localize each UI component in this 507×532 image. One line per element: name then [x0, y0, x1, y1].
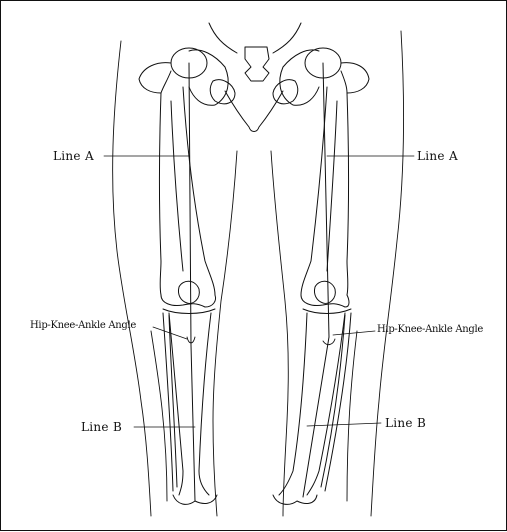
left-femoral-condyles — [161, 295, 216, 307]
right-patella — [314, 281, 335, 303]
label-line-b-left: Line B — [81, 421, 122, 433]
right-femoral-neck — [341, 71, 347, 93]
sacrum — [245, 47, 269, 81]
right-tibial-plateau — [303, 309, 351, 314]
iliac-right — [280, 50, 319, 105]
left-femur-shaft-medial — [183, 87, 215, 295]
right-tibia-medial — [279, 313, 307, 495]
leader-angle-right — [333, 331, 375, 335]
right-femur-shaft-medial — [301, 87, 327, 295]
right-greater-trochanter — [341, 63, 369, 93]
left-fibula — [163, 313, 177, 491]
left-tibia-medial — [199, 313, 211, 495]
left-inner-contour — [213, 151, 237, 516]
spine-left — [209, 23, 237, 53]
right-femur-shaft-lateral — [347, 93, 349, 295]
right-femur — [301, 48, 369, 307]
left-tibial-plateau — [163, 309, 215, 314]
pubic-arch — [225, 91, 283, 132]
label-line-a-left: Line A — [53, 150, 94, 162]
left-axis-line-b — [191, 345, 195, 501]
label-angle-right: Hip-Knee-Ankle Angle — [377, 325, 483, 335]
label-line-b-right: Line B — [385, 417, 426, 429]
right-femur-shaft-inner — [327, 101, 337, 271]
leader-line-b-right — [307, 423, 381, 426]
left-femur — [139, 48, 216, 307]
left-greater-trochanter — [139, 63, 171, 93]
label-angle-left: Hip-Knee-Ankle Angle — [30, 321, 136, 331]
pelvis — [189, 23, 319, 132]
right-axis-line-b — [303, 337, 329, 497]
left-lower-leg — [163, 281, 217, 504]
right-outer-contour — [371, 31, 404, 516]
right-femoral-condyles — [301, 295, 349, 307]
left-femoral-neck — [161, 71, 171, 93]
label-line-a-right: Line A — [417, 150, 458, 162]
right-ankle — [273, 495, 317, 504]
angle-markers — [187, 337, 335, 345]
obturator-right — [273, 80, 298, 104]
obturator-left — [210, 80, 235, 104]
spine-right — [273, 23, 301, 53]
left-outer-contour — [113, 41, 151, 516]
left-calf-contour — [151, 331, 167, 501]
right-inner-contour — [271, 151, 288, 516]
left-femur-shaft-lateral — [160, 93, 162, 295]
axis-lines — [189, 63, 329, 501]
right-tibia-lateral — [307, 313, 345, 495]
right-calf-contour — [347, 331, 357, 501]
right-fibula — [321, 313, 351, 491]
body-outline — [113, 31, 404, 516]
left-femur-shaft-inner — [171, 101, 183, 271]
leader-lines — [104, 156, 414, 427]
left-patella — [178, 281, 199, 303]
left-axis-line-a — [189, 63, 191, 345]
